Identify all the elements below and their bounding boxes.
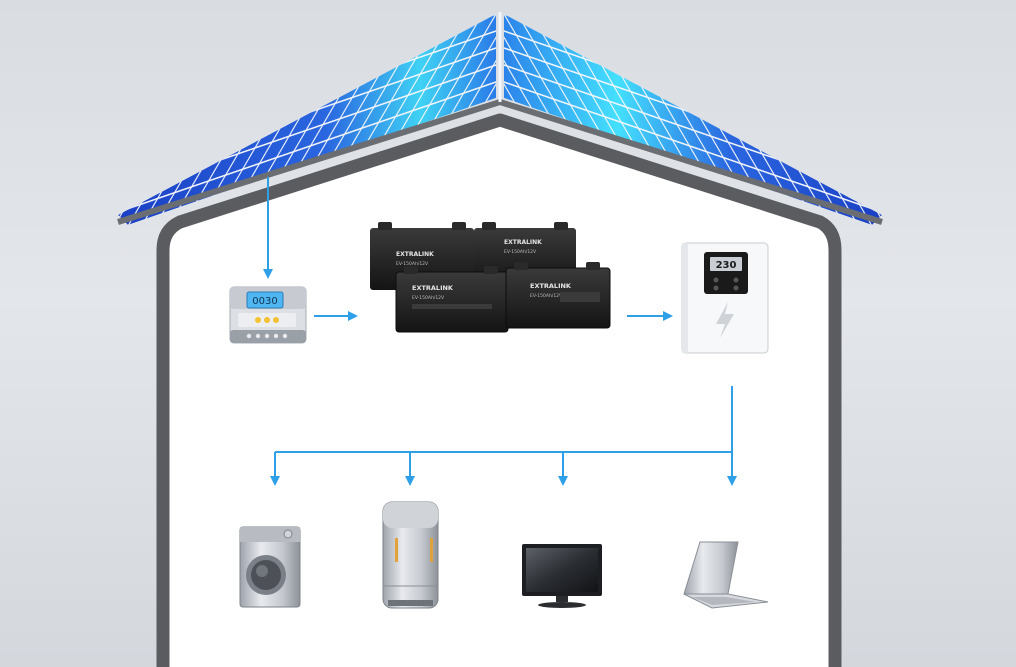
charge-controller-icon: 0030 xyxy=(229,286,307,344)
refrigerator-icon xyxy=(382,501,439,609)
controller-display: 0030 xyxy=(252,296,277,307)
battery-front-left: EXTRALINK EV-150Ah/12V xyxy=(395,266,509,333)
battery-bank-icon: EXTRALINK EV-150Ah/12V EXTRALINK EV-150A… xyxy=(370,222,611,333)
svg-text:EXTRALINK: EXTRALINK xyxy=(504,239,542,246)
lightning-icon xyxy=(716,302,734,338)
svg-text:EXTRALINK: EXTRALINK xyxy=(530,282,572,290)
inverter-icon: 230 xyxy=(681,242,769,354)
washing-machine-icon xyxy=(239,526,301,608)
svg-text:EV-150Ah/12V: EV-150Ah/12V xyxy=(412,295,445,301)
solar-panel-roof-icon xyxy=(117,12,883,225)
svg-text:EV-150Ah/12V: EV-150Ah/12V xyxy=(530,293,563,299)
monitor-icon xyxy=(522,544,602,608)
laptop-icon xyxy=(683,541,769,609)
svg-text:EXTRALINK: EXTRALINK xyxy=(396,251,434,258)
svg-text:EV-150Ah/12V: EV-150Ah/12V xyxy=(396,261,429,267)
battery-front-right: EXTRALINK EV-150Ah/12V xyxy=(505,262,611,329)
house-outline xyxy=(156,113,842,667)
inverter-display: 230 xyxy=(716,260,737,271)
flow-arrows xyxy=(263,177,737,486)
svg-text:EXTRALINK: EXTRALINK xyxy=(412,284,454,292)
svg-text:EV-150Ah/12V: EV-150Ah/12V xyxy=(504,249,537,255)
